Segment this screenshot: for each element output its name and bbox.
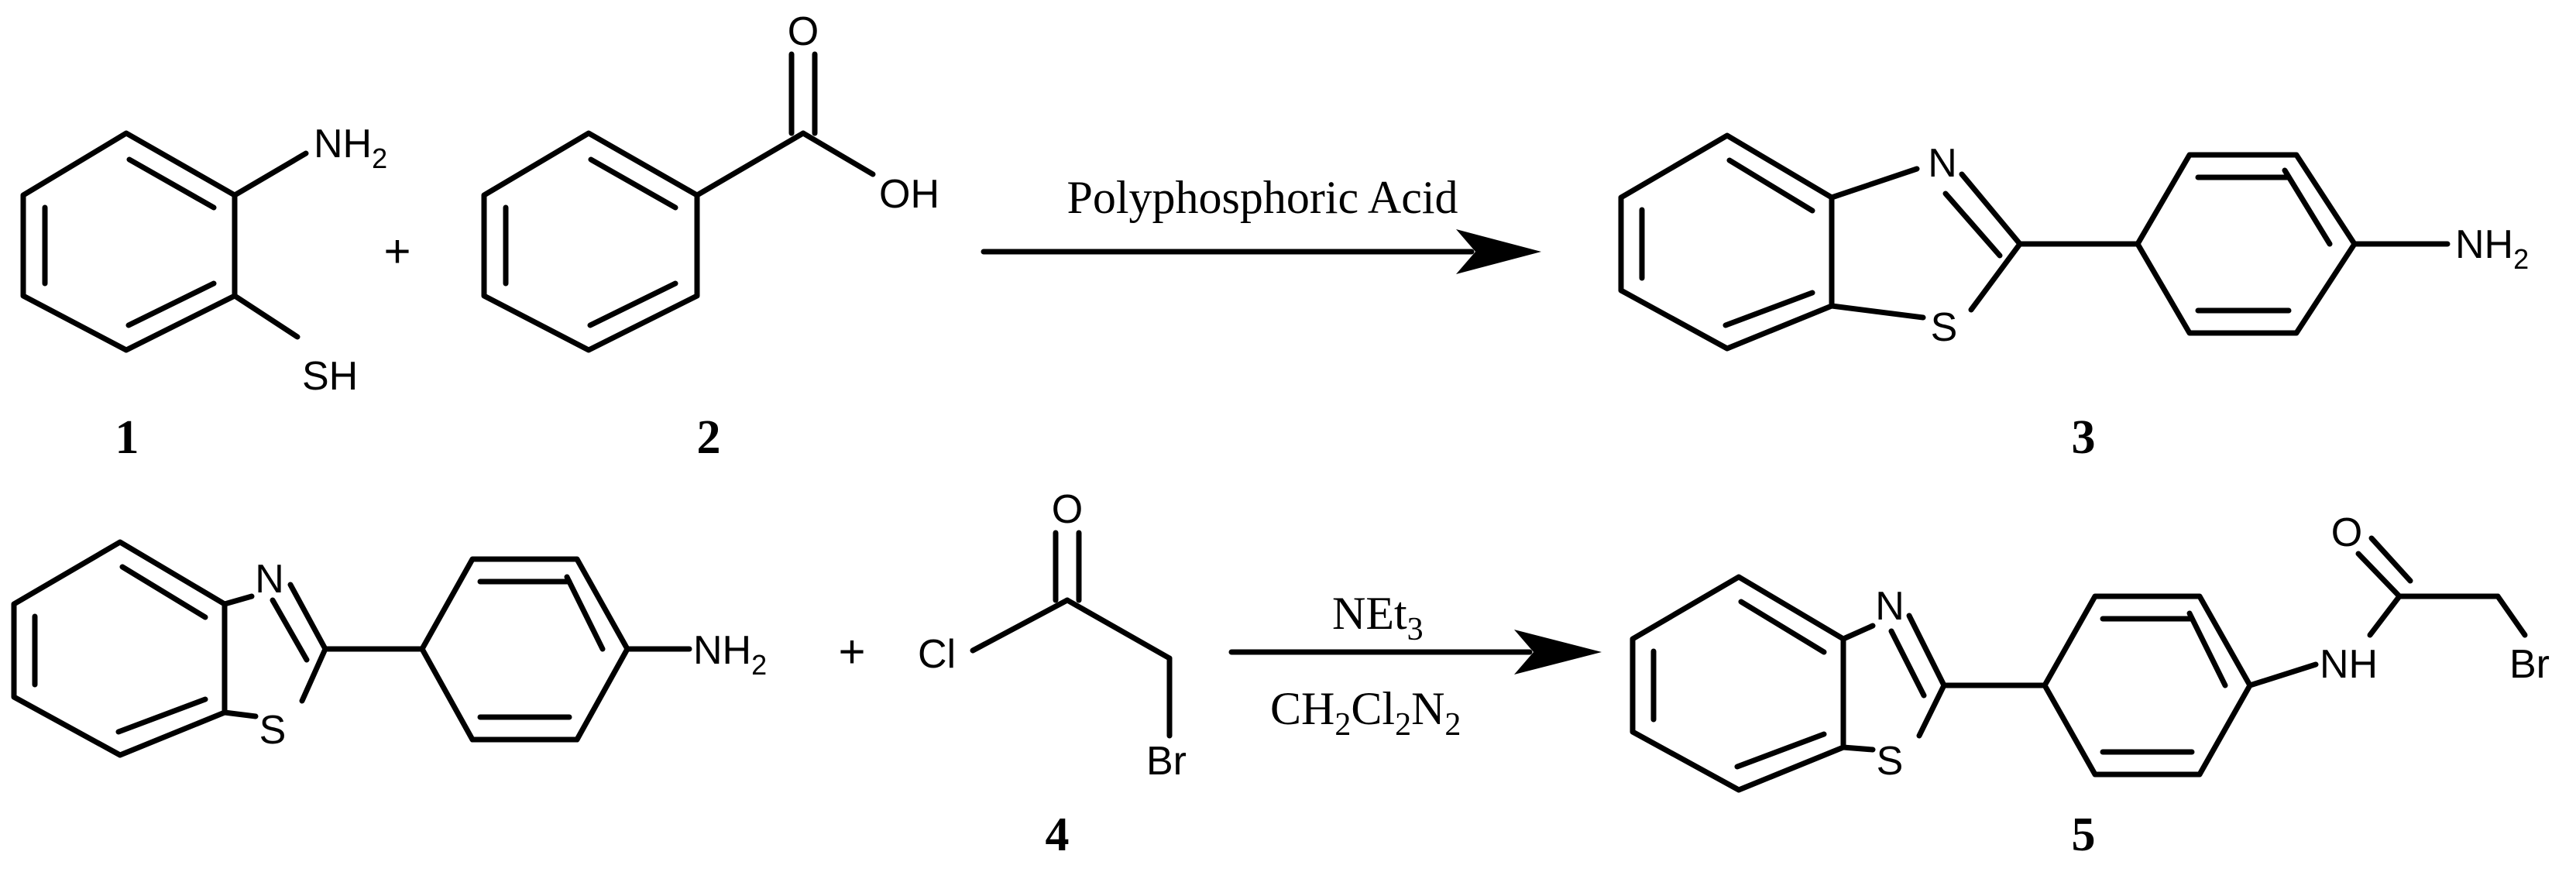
nh2-label: NH2 (693, 628, 767, 681)
compound-number-1: 1 (115, 411, 139, 464)
amide-o-label: O (2331, 510, 2362, 555)
thiazole-s-label: S (259, 708, 287, 753)
nh2-label: NH2 (2455, 222, 2529, 275)
chloro-label: Cl (918, 632, 956, 677)
thiazole-n-label: N (1928, 141, 1957, 186)
carbonyl-o-label: O (1052, 487, 1083, 532)
thiazole-s-label: S (1931, 305, 1958, 350)
carbonyl-o-label: O (788, 9, 819, 54)
compound-number-4: 4 (1046, 808, 1070, 861)
sh-label: SH (302, 354, 358, 399)
compound-4-structure: O Cl Br (918, 487, 1187, 784)
compound-number-2: 2 (697, 411, 721, 464)
bromo-label: Br (2509, 642, 2550, 687)
nh2-label: NH2 (314, 122, 387, 174)
compound-2-structure: O OH (481, 9, 939, 353)
plus-sign-1: + (383, 225, 410, 277)
reagent-solvent: CH2Cl2N2 (1270, 683, 1461, 743)
compound-3-structure: N S NH2 (1618, 132, 2529, 352)
reagent-triethylamine: NEt3 (1332, 588, 1424, 647)
compound-1-structure: NH2 SH (20, 122, 387, 399)
plus-sign-2: + (838, 626, 865, 678)
compound-number-3: 3 (2072, 411, 2096, 464)
reagent-polyphosphoric-acid: Polyphosphoric Acid (1067, 172, 1458, 223)
reaction-arrow-2 (1228, 630, 1602, 675)
amide-nh-label: NH (2320, 642, 2378, 687)
thiazole-s-label: S (1877, 739, 1904, 784)
compound-number-5: 5 (2072, 808, 2096, 861)
reaction-arrow-1 (981, 229, 1541, 274)
compound-5-structure: N S O NH Br (1630, 510, 2550, 793)
bromo-label: Br (1146, 739, 1187, 784)
thiazole-n-label: N (255, 557, 284, 602)
benzothiazole-amine-structure: N S NH2 (11, 539, 767, 758)
thiazole-n-label: N (1875, 584, 1905, 629)
hydroxyl-label: OH (879, 172, 939, 217)
